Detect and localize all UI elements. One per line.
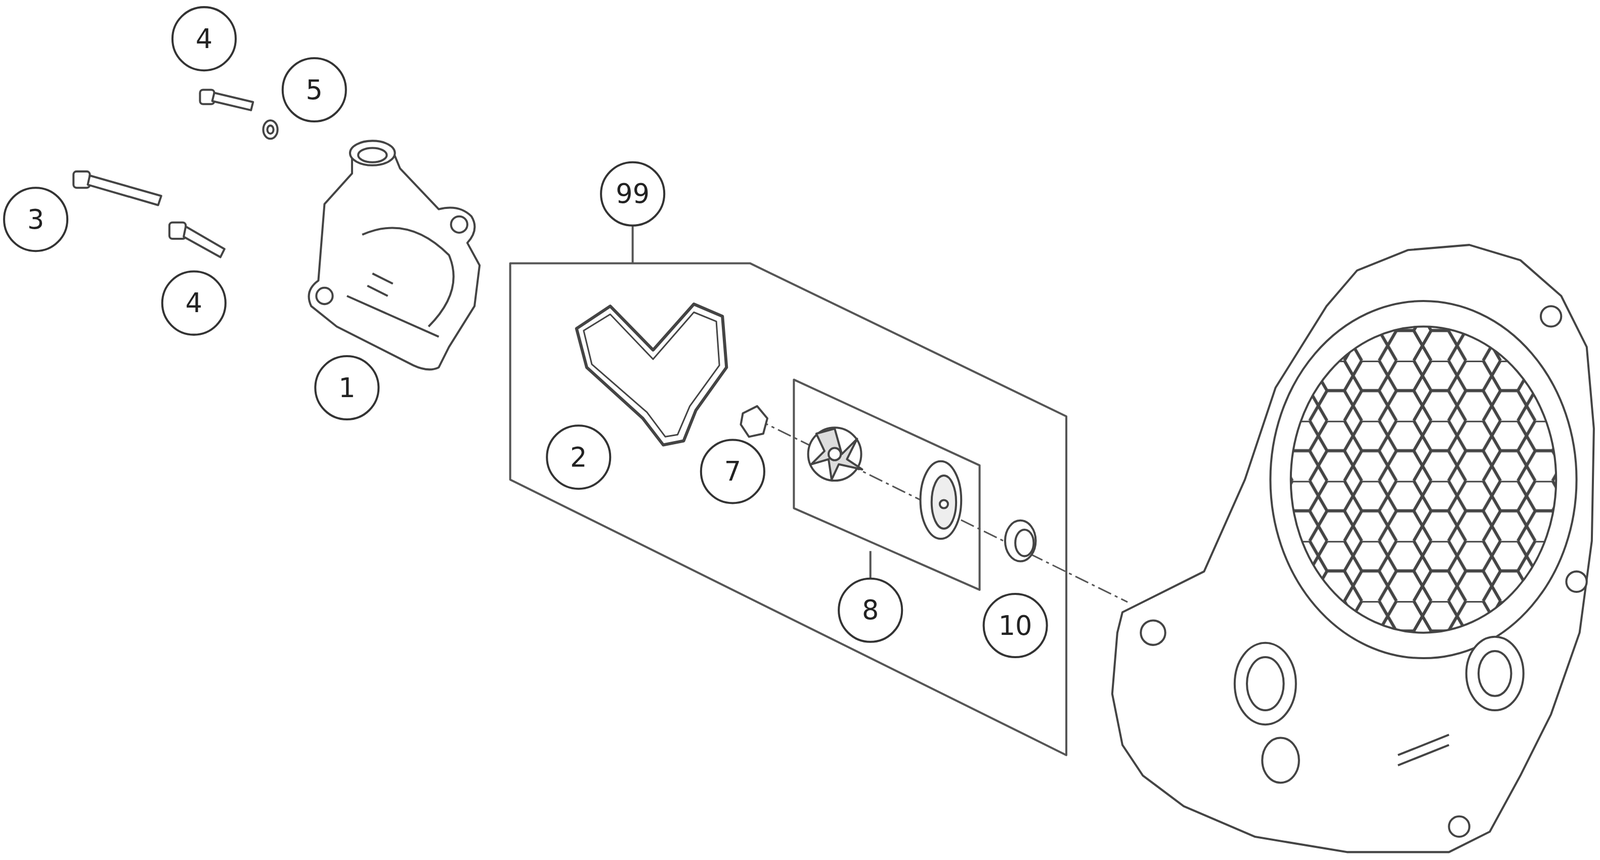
callout-number: 4 (171, 6, 237, 72)
callout-number: 99 (599, 161, 666, 227)
callout-number: 5 (281, 57, 348, 123)
callout-number: 2 (545, 424, 612, 490)
pump-cover (309, 140, 481, 370)
impeller (808, 427, 863, 481)
callout-number: 10 (982, 592, 1049, 659)
washer (263, 120, 278, 139)
crankcase-cover (1112, 244, 1594, 852)
callout-number: 7 (700, 438, 766, 504)
bolt (199, 90, 253, 111)
callout-number: 3 (3, 186, 69, 252)
callout-number: 1 (314, 355, 380, 421)
callout-number: 4 (161, 270, 227, 336)
callout-number: 8 (837, 577, 903, 643)
